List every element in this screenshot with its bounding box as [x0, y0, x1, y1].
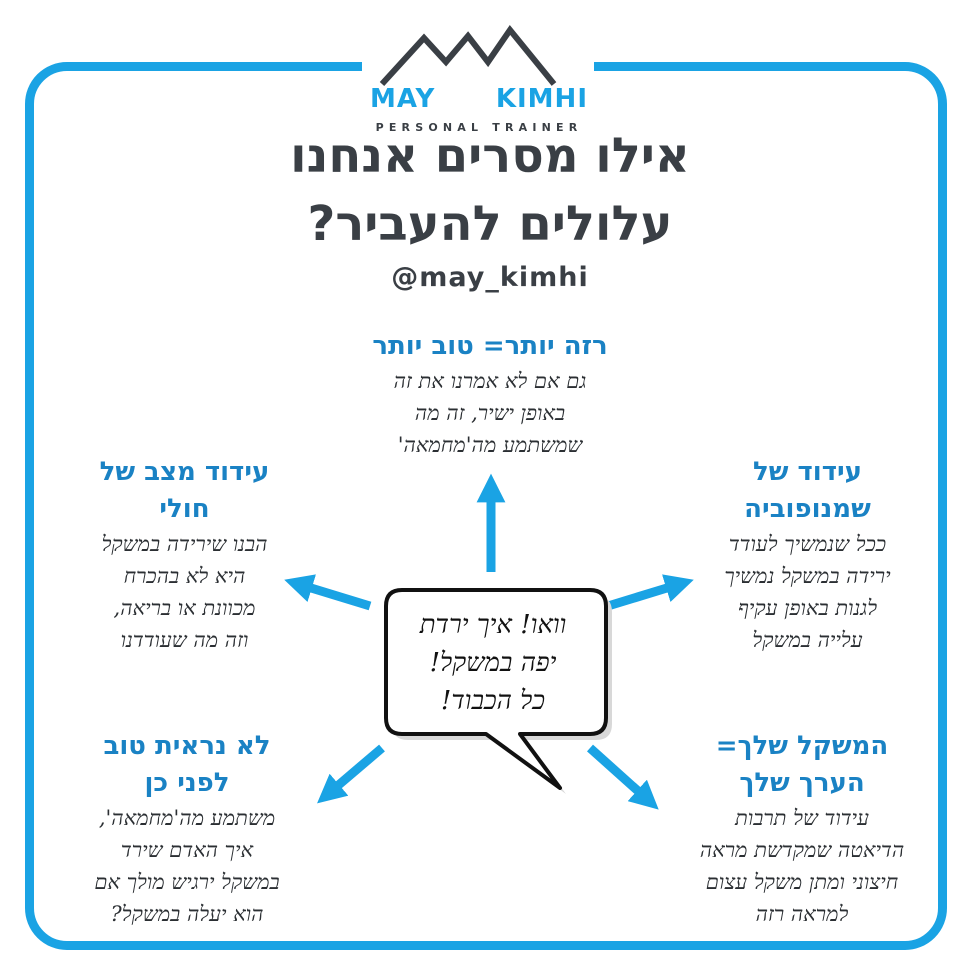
node-body-line: וזה מה שעודדנו [120, 628, 249, 652]
node-left: עידוד מצב של חולי הבנו שירידה במשקל היא … [52, 454, 317, 656]
arrow-down-left [317, 744, 385, 804]
node-title: הערך שלך [739, 768, 865, 798]
node-body-line: חיצוני ומתן משקל עצום [705, 870, 899, 894]
node-body-line: גם אם לא אמרנו את זה [393, 369, 587, 393]
node-body-line: במשקל ירגיש מולך אם [94, 870, 280, 894]
logo-subtitle: PERSONAL TRAINER [375, 121, 583, 134]
node-body-line: הדיאטה שמקדשת מראה [699, 838, 905, 862]
node-body-line: מכוונת או בריאה, [113, 596, 256, 620]
node-body-line: היא לא בהכרח [123, 564, 246, 588]
node-bottom-right: המשקל שלך= הערך שלך עידוד של תרבות הדיאט… [662, 728, 942, 930]
node-body-line: הבנו שירידה במשקל [101, 532, 268, 556]
logo-word-right: KIMHI [495, 84, 588, 114]
node-body-line: ככל שנמשיך לעודד [728, 532, 887, 556]
node-title: לפני כן [144, 768, 230, 798]
bubble-line: יפה במשקל! [429, 648, 557, 678]
arrow-left [284, 574, 372, 611]
node-body-line: הוא יעלה במשקל? [110, 902, 264, 926]
arrow-right [606, 574, 694, 611]
logo: MAY KIMHI PERSONAL TRAINER [362, 22, 594, 134]
bubble-line: וואו! איך ירדת [419, 610, 567, 640]
node-bottom-left: לא נראית טוב לפני כן משתמע מה'מחמאה', אי… [52, 728, 322, 930]
social-handle: @may_kimhi [391, 262, 589, 293]
mountain-logo-icon [379, 25, 557, 87]
logo-word-left: MAY [370, 84, 436, 114]
node-title: המשקל שלך= [715, 731, 889, 761]
node-title: לא נראית טוב [103, 731, 271, 761]
bubble-line: כל הכבוד! [440, 686, 546, 716]
node-body-line: למראה רזה [755, 902, 849, 926]
node-top: רזה יותר= טוב יותר גם אם לא אמרנו את זה … [320, 328, 660, 461]
node-title: עידוד מצב של [99, 457, 270, 487]
bubble-text: וואו! איך ירדת יפה במשקל! כל הכבוד! [380, 606, 606, 720]
node-body-line: ירידה במשקל נמשיך [724, 564, 891, 588]
arrow-down-right [586, 744, 659, 810]
node-title: רזה יותר= טוב יותר [372, 331, 608, 361]
node-body-line: איך האדם שירד [120, 838, 254, 862]
node-body-line: באופן ישיר, זה מה [414, 401, 566, 425]
node-title: חולי [159, 494, 210, 524]
title-line-2: עלולים להעביר? [307, 196, 673, 252]
node-body-line: לגנות באופן עקיף [737, 596, 878, 620]
node-body-line: משתמע מה'מחמאה', [98, 806, 276, 830]
node-body-line: שמשתמע מה'מחמאה' [397, 433, 583, 457]
title-line-1: אילו מסרים אנחנו [290, 128, 690, 184]
node-title: שמנופוביה [744, 494, 871, 524]
node-title: עידוד של [753, 457, 862, 487]
node-body-line: עלייה במשקל [752, 628, 863, 652]
node-body-line: עידוד של תרבות [735, 806, 869, 830]
node-right: עידוד של שמנופוביה ככל שנמשיך לעודד יריד… [680, 454, 935, 656]
